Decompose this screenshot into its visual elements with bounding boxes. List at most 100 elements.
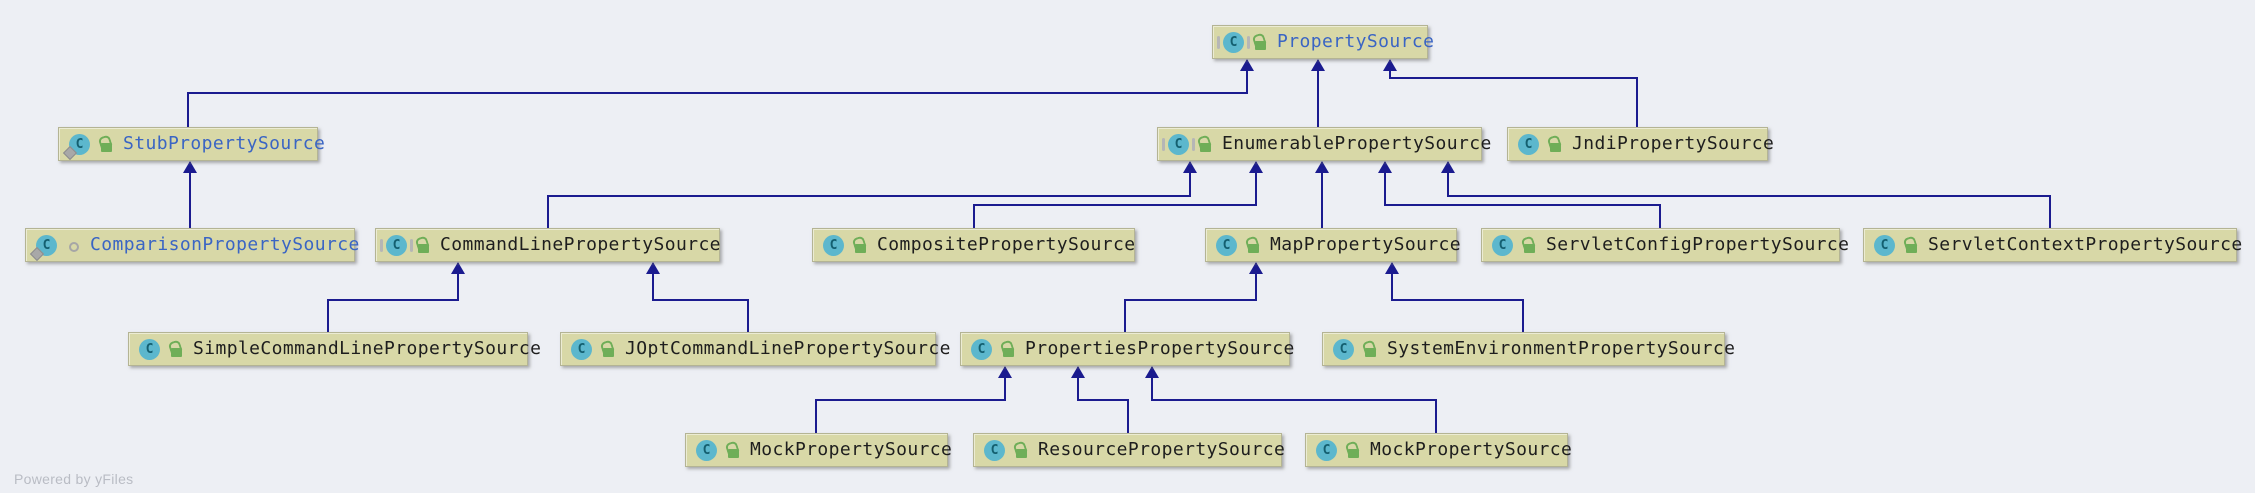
class-name-label: JndiPropertySource [1572, 133, 1775, 154]
class-icon-letter: C [42, 237, 51, 253]
class-icon-letter: C [1498, 237, 1507, 253]
class-icon: C [971, 338, 992, 360]
abstract-class-icon: C [1217, 31, 1250, 53]
class-icon-letter: C [1229, 34, 1238, 50]
open-lock-icon [414, 234, 431, 254]
class-node-property-source[interactable]: C PropertySource [1212, 25, 1434, 59]
nested-class-icon: C [62, 133, 90, 160]
class-icon-letter: C [145, 341, 154, 357]
open-lock-icon [1196, 133, 1213, 153]
open-lock-icon [1902, 234, 1919, 254]
open-lock-icon [1244, 234, 1261, 254]
class-icon: C [696, 439, 717, 461]
class-icon: C [139, 338, 160, 360]
inheritance-edge-stub-property-source-to-property-source [187, 59, 1254, 127]
inheritance-edge-command-line-property-source-to-enumerable-property-source [547, 161, 1197, 228]
class-name-label: MockPropertySource [1370, 439, 1573, 460]
class-icon-letter: C [1174, 136, 1183, 152]
abstract-class-icon: C [380, 234, 413, 256]
inheritance-edge-mock-property-source-to-properties-property-source [815, 366, 1012, 433]
class-node-mock-property-source-2[interactable]: C MockPropertySource [1305, 433, 1572, 467]
class-node-stub-property-source[interactable]: C StubPropertySource [58, 127, 325, 161]
open-lock-icon [999, 338, 1016, 358]
inheritance-edge-properties-property-source-to-map-property-source [1124, 262, 1263, 332]
inheritance-edge-jndi-property-source-to-property-source [1383, 59, 1638, 127]
class-node-jopt-command-line-property-source[interactable]: C JOptCommandLinePropertySource [560, 332, 950, 366]
open-lock-icon [1344, 439, 1361, 459]
open-lock-icon [724, 439, 741, 459]
class-icon: C [571, 338, 592, 360]
class-name-label: SimpleCommandLinePropertySource [193, 338, 542, 359]
class-name-label: SystemEnvironmentPropertySource [1387, 338, 1736, 359]
class-node-mock-property-source[interactable]: C MockPropertySource [685, 433, 952, 467]
class-icon: C [1518, 133, 1539, 155]
class-icon: C [1492, 234, 1513, 256]
yfiles-watermark: Powered by yFiles [14, 471, 134, 487]
abstract-class-icon: C [1162, 133, 1195, 155]
inheritance-edge-jopt-command-line-property-source-to-command-line-property-source [646, 262, 749, 332]
open-lock-icon [1520, 234, 1537, 254]
class-name-label: StubPropertySource [123, 133, 326, 154]
inheritance-edge-composite-property-source-to-enumerable-property-source [973, 161, 1263, 228]
class-icon-letter: C [75, 136, 84, 152]
inheritance-edge-servlet-context-property-source-to-enumerable-property-source [1441, 161, 2051, 228]
class-node-system-environment-property-source[interactable]: C SystemEnvironmentPropertySource [1322, 332, 1735, 366]
class-name-label: ResourcePropertySource [1038, 439, 1286, 460]
open-lock-icon [97, 133, 114, 153]
class-icon: C [984, 439, 1005, 461]
class-node-jndi-property-source[interactable]: C JndiPropertySource [1507, 127, 1774, 161]
class-icon: C [1216, 234, 1237, 256]
class-node-composite-property-source[interactable]: C CompositePropertySource [812, 228, 1135, 262]
inheritance-edge-mock-property-source-2-to-properties-property-source [1145, 366, 1437, 433]
class-name-label: JOptCommandLinePropertySource [625, 338, 951, 359]
class-node-comparison-property-source[interactable]: C ComparisonPropertySource [25, 228, 359, 262]
class-icon-letter: C [1322, 442, 1331, 458]
class-icon: C [1316, 439, 1337, 461]
class-icon-letter: C [577, 341, 586, 357]
class-icon-letter: C [1222, 237, 1231, 253]
class-node-servlet-config-property-source[interactable]: C ServletConfigPropertySource [1481, 228, 1849, 262]
class-icon-letter: C [702, 442, 711, 458]
open-lock-icon [167, 338, 184, 358]
class-icon-letter: C [829, 237, 838, 253]
class-name-label: PropertiesPropertySource [1025, 338, 1295, 359]
class-name-label: PropertySource [1277, 31, 1435, 52]
class-name-label: MockPropertySource [750, 439, 953, 460]
inheritance-edge-system-environment-property-source-to-map-property-source [1385, 262, 1524, 332]
class-node-properties-property-source[interactable]: C PropertiesPropertySource [960, 332, 1294, 366]
class-name-label: ServletConfigPropertySource [1546, 234, 1850, 255]
class-icon-letter: C [990, 442, 999, 458]
class-node-command-line-property-source[interactable]: C CommandLinePropertySource [375, 228, 721, 262]
class-name-label: CompositePropertySource [877, 234, 1136, 255]
open-lock-icon [851, 234, 868, 254]
class-icon: C [823, 234, 844, 256]
inheritance-edge-servlet-config-property-source-to-enumerable-property-source [1378, 161, 1661, 228]
class-icon-letter: C [977, 341, 986, 357]
package-circle-icon [66, 237, 81, 254]
inheritance-edge-resource-property-source-to-properties-property-source [1071, 366, 1129, 433]
class-icon-letter: C [1880, 237, 1889, 253]
class-icon-letter: C [392, 237, 401, 253]
class-node-resource-property-source[interactable]: C ResourcePropertySource [973, 433, 1286, 467]
class-name-label: CommandLinePropertySource [440, 234, 721, 255]
open-lock-icon [1361, 338, 1378, 358]
class-icon-letter: C [1524, 136, 1533, 152]
class-icon: C [1874, 234, 1895, 256]
open-lock-icon [1546, 133, 1563, 153]
class-node-enumerable-property-source[interactable]: C EnumerablePropertySource [1157, 127, 1491, 161]
class-name-label: ComparisonPropertySource [90, 234, 360, 255]
class-node-servlet-context-property-source[interactable]: C ServletContextPropertySource [1863, 228, 2242, 262]
open-lock-icon [599, 338, 616, 358]
class-icon: C [1333, 338, 1354, 360]
class-icon-letter: C [1339, 341, 1348, 357]
class-node-simple-command-line-property-source[interactable]: C SimpleCommandLinePropertySource [128, 332, 541, 366]
inheritance-edge-simple-command-line-property-source-to-command-line-property-source [327, 262, 465, 332]
open-lock-icon [1251, 31, 1268, 51]
class-name-label: EnumerablePropertySource [1222, 133, 1492, 154]
nested-class-icon: C [29, 234, 57, 261]
open-lock-icon [1012, 439, 1029, 459]
class-name-label: ServletContextPropertySource [1928, 234, 2243, 255]
